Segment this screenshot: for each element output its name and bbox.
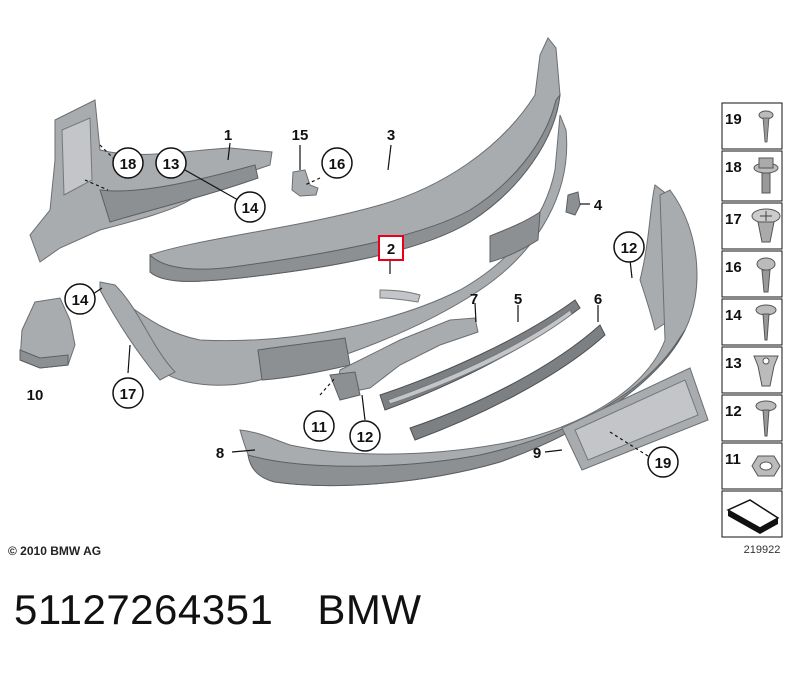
svg-text:16: 16 bbox=[725, 259, 742, 276]
leader-lines bbox=[84, 142, 649, 457]
flange-bolt-icon bbox=[753, 157, 779, 194]
part-3-upper-trim bbox=[149, 37, 561, 282]
brand-name: BMW bbox=[317, 586, 422, 633]
callout-13[interactable]: 13 bbox=[155, 147, 187, 179]
svg-text:12: 12 bbox=[725, 403, 742, 420]
svg-text:19: 19 bbox=[655, 455, 672, 472]
part-4-clip bbox=[565, 191, 581, 216]
part-6-lower-grille bbox=[409, 324, 606, 441]
callout-18[interactable]: 18 bbox=[112, 147, 144, 179]
callout-9[interactable]: 9 bbox=[533, 445, 541, 462]
footer-caption: 51127264351 BMW bbox=[14, 586, 421, 634]
plastic-rivet-icon bbox=[751, 208, 781, 243]
part-14-side-strip bbox=[99, 281, 176, 381]
callout-8[interactable]: 8 bbox=[216, 445, 224, 462]
sidebar-item-14[interactable]: 14 bbox=[721, 298, 783, 346]
svg-text:14: 14 bbox=[725, 307, 742, 324]
callout-4[interactable]: 4 bbox=[594, 197, 603, 214]
svg-text:12: 12 bbox=[357, 429, 374, 446]
sidebar-legend-cell bbox=[721, 490, 783, 538]
svg-text:12: 12 bbox=[621, 240, 638, 257]
callout-10[interactable]: 10 bbox=[27, 387, 44, 404]
washer-screw-icon bbox=[755, 304, 777, 341]
callout-2-number: 2 bbox=[387, 241, 395, 258]
part-5-upper-grille bbox=[379, 299, 581, 411]
callout-19-plate[interactable]: 19 bbox=[647, 446, 679, 478]
callout-12-right[interactable]: 12 bbox=[613, 231, 645, 263]
svg-text:11: 11 bbox=[725, 451, 741, 468]
part-10-block bbox=[19, 297, 76, 369]
svg-text:19: 19 bbox=[725, 111, 742, 128]
part-1-bracket bbox=[29, 99, 273, 263]
callout-17[interactable]: 17 bbox=[112, 377, 144, 409]
part-9-plate-bracket bbox=[561, 367, 709, 471]
svg-text:18: 18 bbox=[120, 156, 137, 173]
svg-text:17: 17 bbox=[120, 386, 137, 403]
svg-text:17: 17 bbox=[725, 211, 742, 228]
collar-screw-icon bbox=[755, 400, 777, 437]
callout-3[interactable]: 3 bbox=[387, 127, 395, 144]
sidebar-item-13[interactable]: 13 bbox=[721, 346, 783, 394]
callout-5[interactable]: 5 bbox=[514, 291, 522, 308]
callout-6[interactable]: 6 bbox=[594, 291, 602, 308]
part-8-lower-spoiler bbox=[239, 189, 698, 487]
expanding-nut-icon bbox=[753, 355, 779, 387]
sidebar-item-11[interactable]: 11 bbox=[721, 442, 783, 490]
part-15-clip bbox=[291, 169, 319, 197]
svg-text:13: 13 bbox=[725, 355, 742, 372]
diagram-id: 219922 bbox=[744, 544, 781, 556]
screw-icon bbox=[758, 110, 774, 143]
hex-nut-icon bbox=[751, 455, 781, 477]
callout-2-highlighted[interactable]: 2 bbox=[378, 235, 404, 261]
svg-text:18: 18 bbox=[725, 159, 742, 176]
callout-11[interactable]: 11 bbox=[303, 410, 335, 442]
direction-arrow-icon bbox=[726, 499, 780, 534]
torx-screw-icon bbox=[756, 257, 776, 293]
svg-text:13: 13 bbox=[163, 156, 180, 173]
callout-1[interactable]: 1 bbox=[224, 127, 232, 144]
callout-14-left[interactable]: 14 bbox=[64, 283, 96, 315]
svg-text:11: 11 bbox=[311, 419, 327, 436]
svg-text:14: 14 bbox=[242, 200, 259, 217]
callout-15[interactable]: 15 bbox=[292, 127, 309, 144]
part-2-bumper-panel bbox=[98, 114, 568, 386]
callout-14-upper[interactable]: 14 bbox=[234, 191, 266, 223]
sidebar-item-16[interactable]: 16 bbox=[721, 250, 783, 298]
part-7-mount-bracket bbox=[329, 317, 479, 401]
callout-12-lower[interactable]: 12 bbox=[349, 420, 381, 452]
callout-16[interactable]: 16 bbox=[321, 147, 353, 179]
svg-text:16: 16 bbox=[329, 156, 346, 173]
sidebar-item-17[interactable]: 17 bbox=[721, 202, 783, 250]
sidebar-item-19[interactable]: 19 bbox=[721, 102, 783, 150]
fastener-sidebar: 19 18 17 bbox=[721, 102, 783, 556]
callout-7[interactable]: 7 bbox=[470, 291, 478, 308]
part-number: 51127264351 bbox=[14, 586, 274, 633]
svg-text:14: 14 bbox=[72, 292, 89, 309]
copyright-text: © 2010 BMW AG bbox=[8, 544, 101, 558]
sidebar-item-12[interactable]: 12 bbox=[721, 394, 783, 442]
sidebar-item-18[interactable]: 18 bbox=[721, 150, 783, 202]
